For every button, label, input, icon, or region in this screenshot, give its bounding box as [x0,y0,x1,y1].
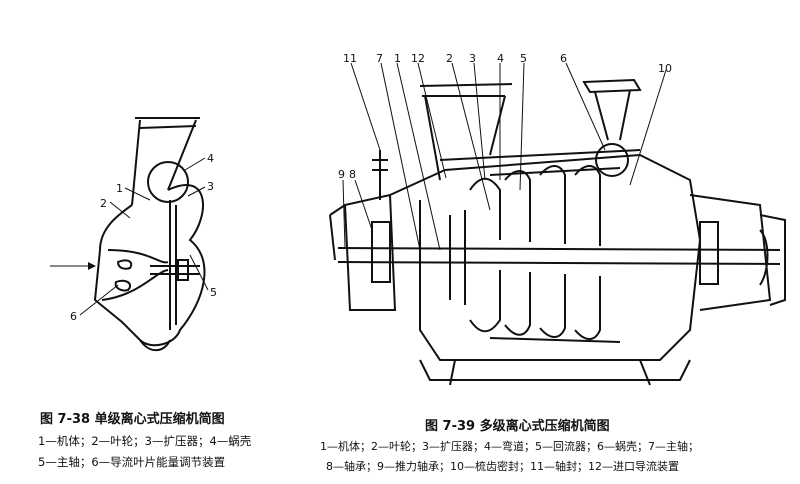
part-label: 5 [520,52,527,65]
figure-7-38-legend-line: 1—机体；2—叶轮；3—扩压器；4—蜗壳 [38,434,252,448]
part-label: 11 [343,52,357,65]
part-label: 7 [376,52,383,65]
part-label: 2 [100,197,107,210]
figure-7-38-title: 图 7-38 单级离心式压缩机简图 [40,412,225,427]
multi-stage-compressor-diagram: 11 7 1 12 2 3 4 5 6 10 8 9 [329,52,786,386]
part-label: 10 [658,62,672,75]
part-label: 5 [210,286,217,299]
single-stage-compressor-diagram: 1 2 3 4 5 6 [50,117,217,352]
figure-7-38-legend-line: 5—主轴；6—导流叶片能量调节装置 [38,455,226,469]
part-label: 3 [469,52,476,65]
part-label: 9 [338,168,345,181]
part-label: 1 [116,182,123,195]
part-label: 4 [207,152,214,165]
part-label: 8 [349,168,356,181]
part-label: 1 [394,52,401,65]
part-label: 2 [446,52,453,65]
figure-7-39-legend-line: 1—机体；2—叶轮；3—扩压器；4—弯道；5—回流器；6—蜗壳；7—主轴； [320,440,699,453]
inlet-arrow-icon [88,262,96,270]
figure-7-39-legend-line: 8—轴承；9—推力轴承；10—梳齿密封；11—轴封；12—进口导流装置 [326,460,679,473]
figure-7-39-title: 图 7-39 多级离心式压缩机简图 [425,419,610,434]
part-label: 6 [560,52,567,65]
part-label: 6 [70,310,77,323]
part-label: 4 [497,52,504,65]
part-label: 3 [207,180,214,193]
part-label: 12 [411,52,425,65]
